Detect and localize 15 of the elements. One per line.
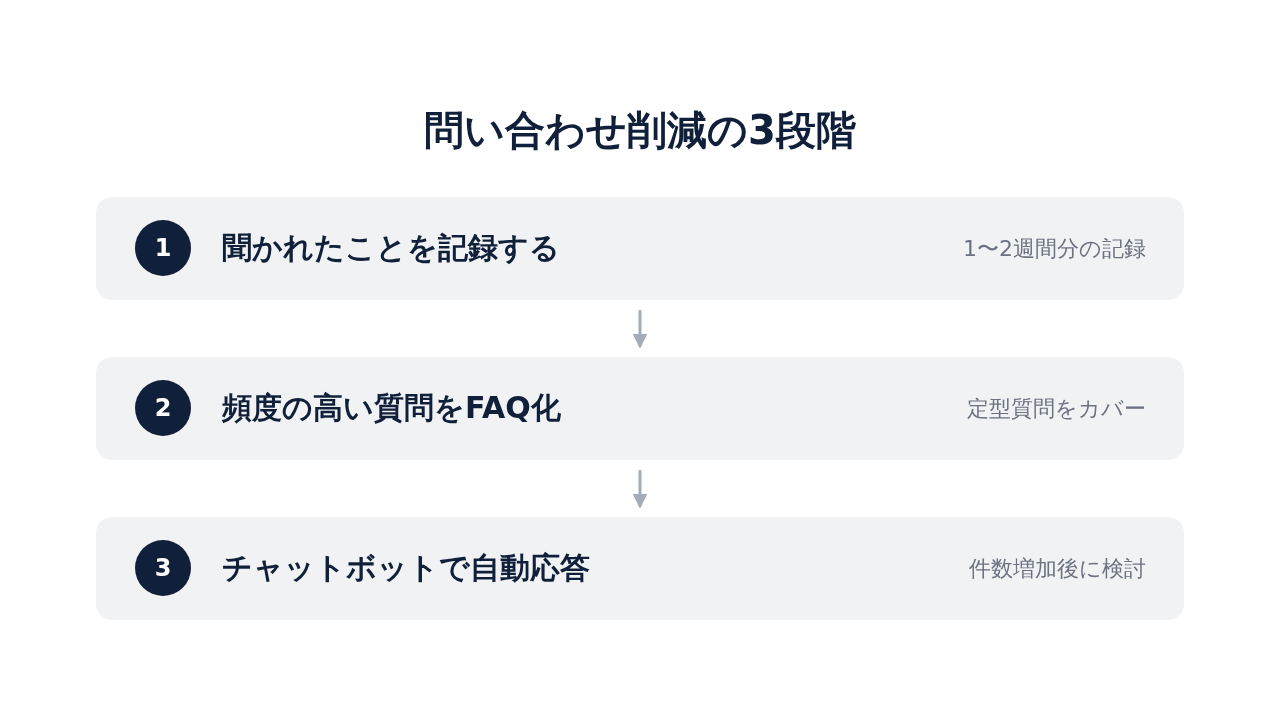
- step-heading: 聞かれたことを記録する: [222, 229, 561, 267]
- step-number: 3: [135, 540, 191, 596]
- step-note: 1〜2週間分の記録: [963, 234, 1146, 263]
- step-panel: [96, 517, 1184, 620]
- step-note: 定型質問をカバー: [967, 394, 1146, 423]
- step-panel: [96, 357, 1184, 460]
- step-note: 件数増加後に検討: [969, 554, 1146, 583]
- step-panel: [96, 197, 1184, 300]
- arrow: [632, 470, 648, 509]
- step-number: 2: [135, 380, 191, 436]
- step-heading: 頻度の高い質問をFAQ化: [222, 389, 562, 427]
- arrow: [632, 310, 648, 349]
- step-number: 1: [135, 220, 191, 276]
- diagram-title: 問い合わせ削減の3段階: [423, 106, 857, 155]
- step-heading: チャットボットで自動応答: [222, 549, 591, 587]
